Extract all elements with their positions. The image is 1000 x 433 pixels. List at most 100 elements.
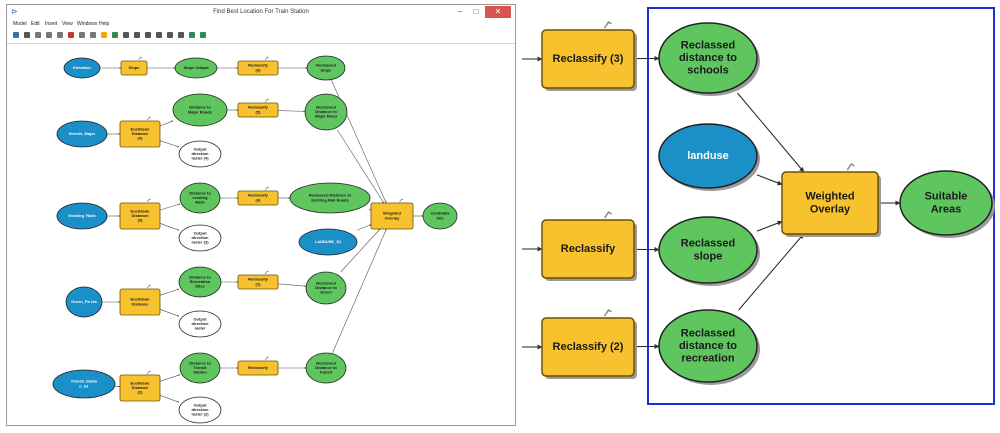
- tool-box: [541, 317, 635, 377]
- maximize-button[interactable]: □: [473, 7, 479, 16]
- redo-icon[interactable]: [90, 32, 96, 38]
- connect-icon[interactable]: [178, 32, 184, 38]
- input-er[interactable]: Existing_Rails: [56, 202, 108, 230]
- tool-label: Reclassify (3): [553, 53, 624, 65]
- data-ellipse: [304, 93, 348, 131]
- menu-view[interactable]: View: [62, 21, 73, 27]
- hammer-icon: [603, 20, 612, 29]
- tool-box: [541, 29, 635, 89]
- menu-insert[interactable]: Insert: [45, 21, 58, 27]
- validate-icon[interactable]: [189, 32, 195, 38]
- paste-icon[interactable]: [57, 32, 63, 38]
- connector-rc2-rdg: [277, 283, 307, 287]
- add-data-icon[interactable]: [101, 32, 107, 38]
- hammer-icon: [146, 198, 151, 203]
- hammer-icon: [264, 270, 269, 275]
- connector-r_slope-r_wo: [756, 220, 783, 232]
- hammer-icon: [399, 198, 404, 203]
- tool-box: [237, 190, 279, 206]
- connector-ed2-odr2: [159, 395, 180, 403]
- tool-rc4[interactable]: Reclassify(4): [237, 186, 279, 206]
- zoom-out-icon[interactable]: [145, 32, 151, 38]
- tool-rc3[interactable]: Reclassify(3): [237, 56, 279, 76]
- data-ellipse: [305, 271, 347, 305]
- data-label: Slope Output: [183, 65, 209, 70]
- tool-r_rc3[interactable]: Reclassify (3): [541, 20, 637, 91]
- connector-rc5-rdmr: [277, 110, 306, 113]
- input-ellipse: [52, 369, 116, 399]
- input-sm[interactable]: Streets_Major: [56, 120, 108, 148]
- close-button[interactable]: ✕: [485, 6, 511, 18]
- tool-rc[interactable]: Reclassify: [237, 356, 279, 376]
- undo-icon[interactable]: [79, 32, 85, 38]
- hammer-icon: [146, 370, 151, 375]
- full-extent-icon[interactable]: [123, 32, 129, 38]
- input-r_lu[interactable]: landuse: [658, 123, 760, 191]
- delete-icon[interactable]: [68, 32, 74, 38]
- save-icon[interactable]: [13, 32, 19, 38]
- tool-rc2[interactable]: Reclassify(2): [237, 270, 279, 290]
- copy-icon[interactable]: [46, 32, 52, 38]
- cut-icon[interactable]: [35, 32, 41, 38]
- tool-slope[interactable]: Slope: [120, 56, 148, 76]
- minimize-button[interactable]: –: [457, 7, 463, 16]
- tool-label: Reclassify: [561, 243, 616, 255]
- select-icon[interactable]: [167, 32, 173, 38]
- tool-r_rc2[interactable]: Reclassify (2): [541, 308, 637, 379]
- input-elev[interactable]: Elevation: [63, 57, 101, 79]
- data-ellipse: [172, 93, 228, 127]
- input-ellipse: [56, 120, 108, 148]
- auto-layout-icon[interactable]: [112, 32, 118, 38]
- menu-windows[interactable]: Windows: [77, 21, 98, 27]
- input-lu[interactable]: LANDUSE_S1: [298, 228, 358, 256]
- input-label: Existing_Rails: [68, 213, 96, 218]
- tool-r_rc[interactable]: Reclassify: [541, 210, 637, 281]
- tool-box: [119, 374, 161, 402]
- tool-rc5[interactable]: Reclassify(5): [237, 98, 279, 118]
- print-icon[interactable]: [24, 32, 30, 38]
- run-icon[interactable]: [200, 32, 206, 38]
- connector-r_lu-r_wo: [756, 174, 783, 186]
- connector-ed2-dts: [159, 374, 181, 382]
- data-so[interactable]: Slope Output: [174, 57, 218, 79]
- pan-icon[interactable]: [156, 32, 162, 38]
- zoom-in-icon[interactable]: [134, 32, 140, 38]
- tool-label: Reclassify(5): [248, 105, 269, 115]
- input-gp[interactable]: Green_Pa rks: [65, 286, 103, 318]
- menu-edit[interactable]: Edit: [31, 21, 40, 27]
- menu-help[interactable]: Help: [99, 21, 110, 27]
- data-ellipse: [178, 266, 222, 298]
- menu-model[interactable]: Model: [13, 21, 27, 27]
